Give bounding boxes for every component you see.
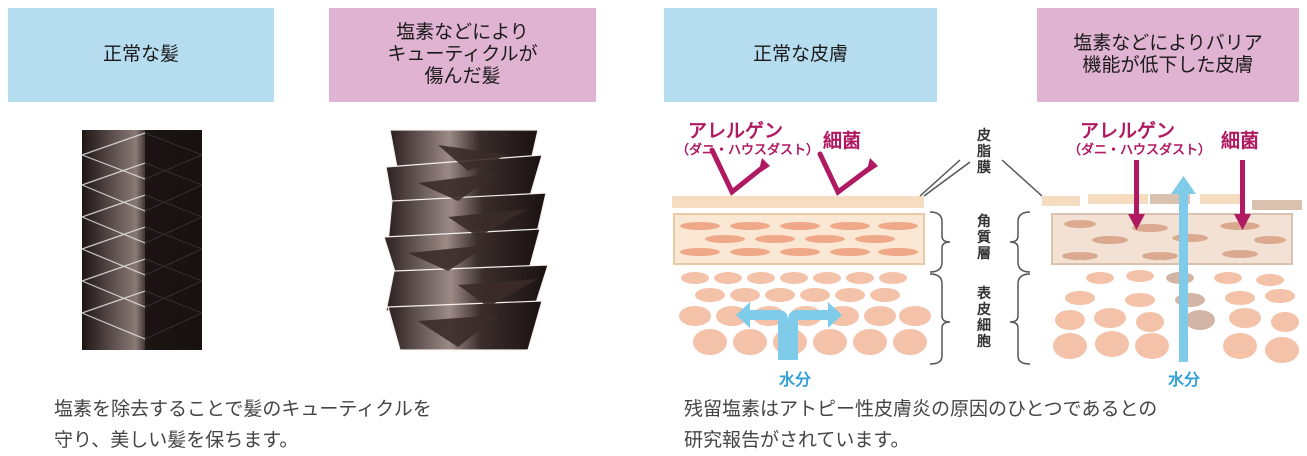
bacteria-label-damaged: 細菌: [1221, 130, 1260, 152]
bacteria-label-normal: 細菌: [823, 130, 862, 152]
allergen-label-damaged: アレルゲン: [1080, 120, 1176, 142]
water-label-damaged: 水分: [1168, 370, 1201, 389]
epidermis-label: 表 皮 細 胞: [977, 286, 991, 350]
panel-normal-skin: 正常な皮膚: [664, 8, 937, 102]
sebum-layer-label: 皮 脂 膜: [977, 128, 991, 176]
hair-caption: 塩素を除去することで髪のキューティクルを 守り、美しい髪を保ちます。: [54, 398, 432, 451]
layer-brackets: [919, 159, 1043, 365]
damaged-skin-illustration: [1042, 160, 1302, 363]
skin-caption: 残留塩素はアトピー性皮膚炎の原因のひとつであるとの 研究報告がされています。: [684, 398, 1158, 451]
panel-damaged-skin-label: 塩素などによりバリア 機能が低下した皮膚: [1073, 32, 1263, 76]
normal-hair-illustration: [81, 130, 203, 350]
allergen-sub-label-damaged: （ダニ・ハウスダスト）: [1068, 143, 1212, 158]
panel-normal-skin-label: 正常な皮膚: [752, 43, 848, 66]
damaged-hair-illustration: [383, 129, 549, 351]
panel-damaged-skin: 塩素などによりバリア 機能が低下した皮膚: [1037, 8, 1299, 102]
panel-normal-hair-label: 正常な髪: [102, 43, 179, 66]
panel-damaged-hair: 塩素などにより キューティクルが 傷んだ髪: [329, 8, 596, 102]
panel-damaged-hair-label: 塩素などにより キューティクルが 傷んだ髪: [387, 21, 538, 87]
stratum-corneum-label: 角 質 層: [977, 214, 991, 262]
allergen-label-normal: アレルゲン: [688, 120, 784, 142]
panel-normal-hair: 正常な髪: [8, 8, 274, 102]
normal-skin-illustration: [672, 147, 971, 360]
water-label-normal: 水分: [779, 370, 812, 389]
allergen-sub-label-normal: （ダニ・ハウスダスト）: [676, 143, 820, 158]
